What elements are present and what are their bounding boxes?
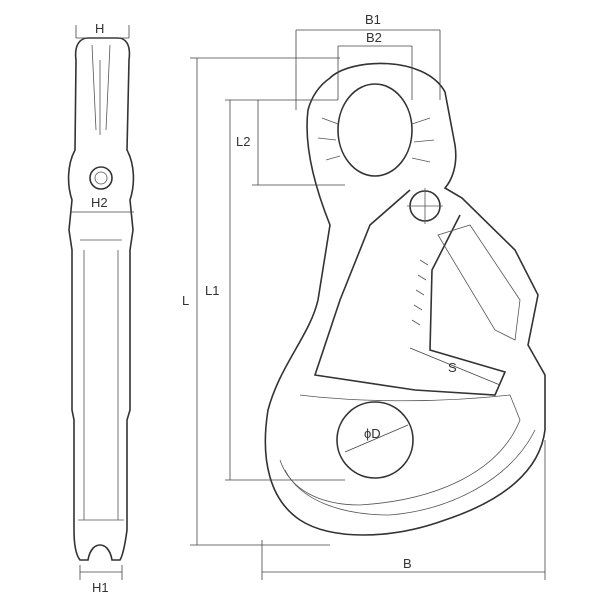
dim-label-L2: L2 xyxy=(236,134,250,149)
side-view xyxy=(67,37,135,561)
hook-front-view xyxy=(264,62,546,536)
dim-label-B: B xyxy=(403,556,412,571)
dim-label-L: L xyxy=(182,293,189,308)
dim-label-H: H xyxy=(95,21,104,36)
dim-label-B2: B2 xyxy=(366,30,382,45)
dim-label-H2: H2 xyxy=(91,195,108,210)
bore-circle xyxy=(336,401,414,479)
front-dimensions xyxy=(190,29,546,580)
side-dimensions xyxy=(70,25,134,580)
dim-label-L1: L1 xyxy=(205,283,219,298)
eye-opening xyxy=(337,83,413,177)
dim-label-B1: B1 xyxy=(365,12,381,27)
dim-label-S: S xyxy=(448,360,457,375)
dim-label-H1: H1 xyxy=(92,580,109,595)
dim-label-D: ϕD xyxy=(364,426,381,441)
